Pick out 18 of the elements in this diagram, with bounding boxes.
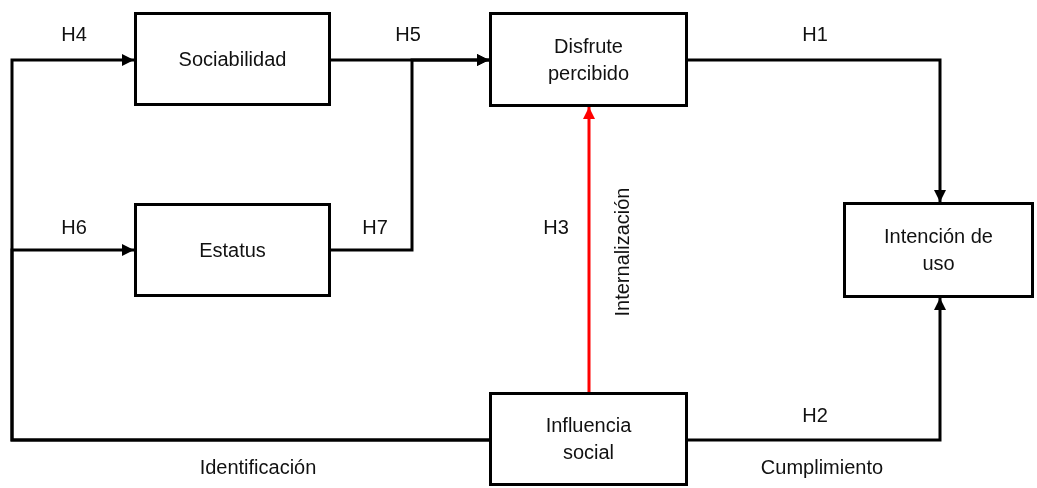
arrow: [688, 298, 946, 442]
process-box: [843, 202, 1034, 298]
relation-label: Identificación: [199, 455, 317, 479]
process-box: [134, 12, 331, 106]
node-label: Intención de uso: [883, 224, 994, 276]
node-label: Influencia social: [544, 413, 633, 465]
arrow: [583, 107, 595, 392]
arrow: [331, 54, 489, 252]
arrow: [10, 244, 489, 442]
process-box: [489, 12, 688, 107]
process-box: [134, 203, 331, 297]
node-label: Sociabilidad: [178, 46, 287, 72]
process-box: [489, 392, 688, 486]
relation-label: Internalización: [610, 187, 634, 317]
relation-label: Cumplimiento: [760, 455, 884, 479]
arrow: [688, 58, 946, 202]
node-label: Estatus: [199, 237, 266, 263]
node-label: Disfrute percibido: [546, 33, 631, 86]
